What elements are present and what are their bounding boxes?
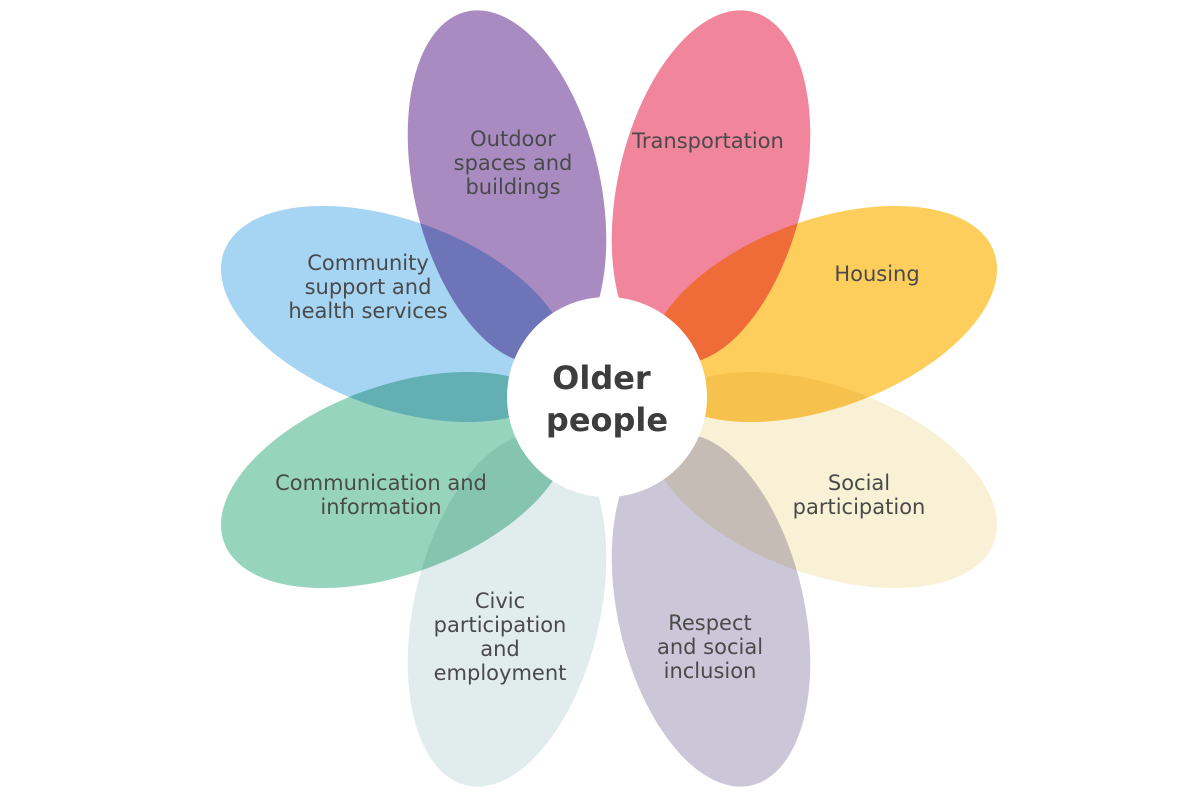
center-group: Older people <box>507 297 707 497</box>
petal-housing <box>648 205 998 423</box>
center-label-line: Older <box>552 359 651 397</box>
center-label-line: people <box>546 401 668 439</box>
petal-respect-inclusion <box>611 433 811 787</box>
petal-communication <box>220 371 570 589</box>
center-circle <box>507 297 707 497</box>
petals-group <box>220 10 998 787</box>
center-label: Older people <box>546 359 668 439</box>
petal-community-support <box>220 205 570 423</box>
